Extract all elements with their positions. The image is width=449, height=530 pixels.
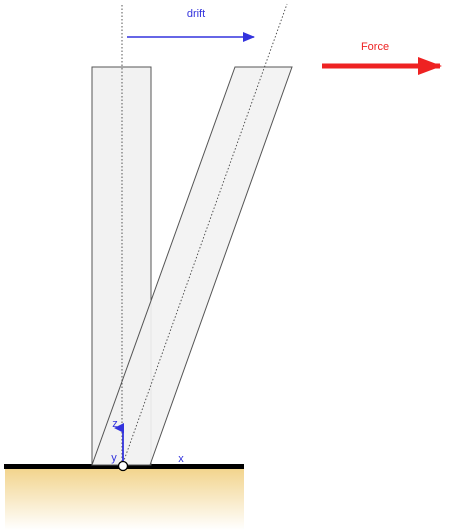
deformed-centerline [121, 3, 288, 467]
deformed-column [91, 66, 293, 466]
base-pivot-node [117, 460, 129, 472]
drift-label: drift [187, 8, 205, 20]
force-label: Force [361, 41, 389, 53]
z-axis-label: z [112, 418, 118, 430]
x-axis-label: x [178, 453, 184, 465]
y-axis-label: y [111, 452, 117, 464]
ground-fill [5, 467, 244, 530]
